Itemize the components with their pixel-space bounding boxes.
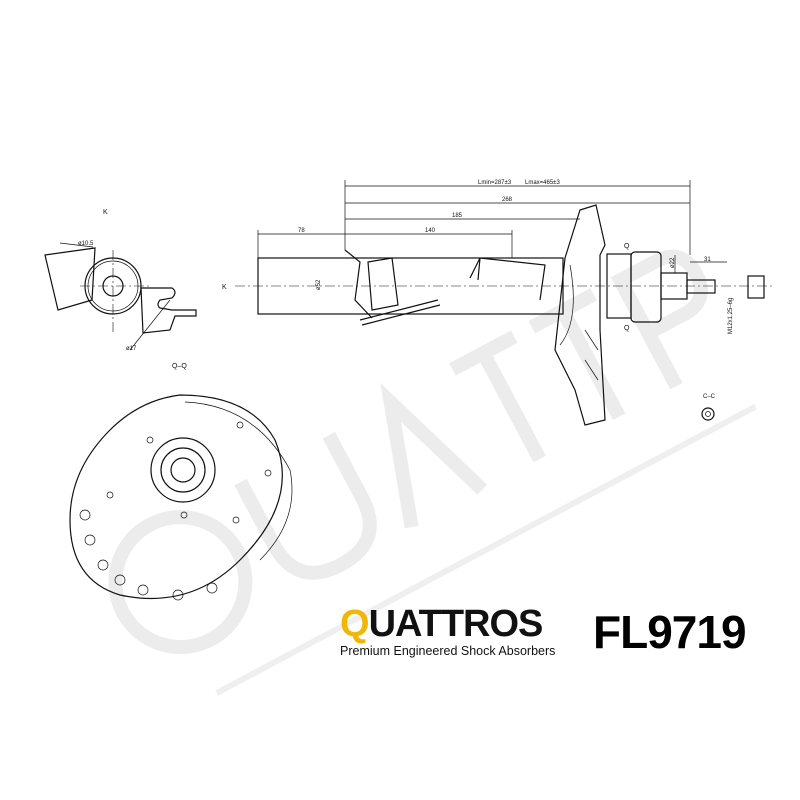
brand-rest: UATTROS bbox=[368, 603, 544, 645]
dim-140: 140 bbox=[425, 228, 436, 234]
brand-q: Q bbox=[340, 603, 370, 645]
section-q-bottom: Q bbox=[624, 325, 630, 332]
section-q-top: Q bbox=[624, 243, 630, 250]
view-side: Lmin=287±3 Lmax=465±3 268 185 78 140 K ø… bbox=[222, 180, 775, 426]
dim-slot-dia: ø17 bbox=[126, 346, 137, 352]
dim-thread: M12x1.25–6g bbox=[728, 298, 734, 334]
part-number: FL9719 bbox=[593, 606, 747, 658]
view-k: K ø10.5 ø17 Q–Q bbox=[44, 209, 197, 370]
dim-rod-dia: ø22 bbox=[670, 257, 676, 268]
dim-78: 78 bbox=[298, 228, 305, 234]
view-k-label: K bbox=[103, 209, 108, 216]
watermark bbox=[108, 249, 757, 696]
view-k-arrow-label: K bbox=[222, 284, 227, 291]
dim-hole-dia: ø10.5 bbox=[78, 241, 94, 247]
dim-lmin: Lmin=287±3 bbox=[478, 180, 512, 186]
brand-tagline: Premium Engineered Shock Absorbers bbox=[340, 644, 556, 658]
watermark-tagline bbox=[215, 403, 757, 696]
dim-lmax: Lmax=465±3 bbox=[525, 180, 560, 186]
watermark-logo bbox=[108, 510, 253, 655]
dim-tube-dia: ø52 bbox=[316, 279, 322, 290]
dim-268: 268 bbox=[502, 197, 513, 203]
brand-name: QUATTROS bbox=[340, 605, 555, 643]
dim-31: 31 bbox=[704, 257, 711, 263]
dim-185: 185 bbox=[452, 213, 463, 219]
view-cc-label: C–C bbox=[703, 394, 716, 400]
view-qq-label: Q–Q bbox=[172, 363, 187, 370]
brand-logo: QUATTROS Premium Engineered Shock Absorb… bbox=[340, 605, 555, 658]
view-qq bbox=[69, 394, 293, 601]
